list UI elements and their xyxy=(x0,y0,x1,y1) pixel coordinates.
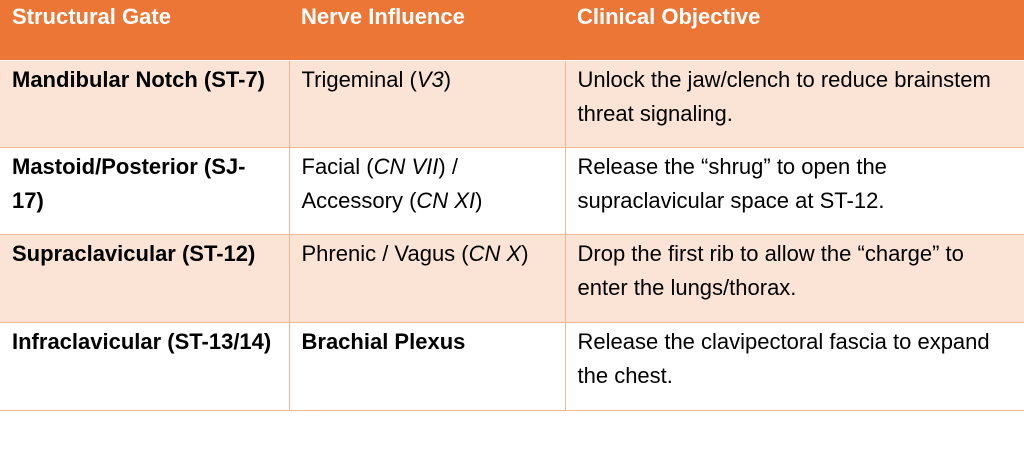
nerve-text: Accessory ( xyxy=(301,187,417,213)
gate-cell: Supraclavicular (ST-12) xyxy=(0,233,290,323)
objective-cell: Release the clavipectoral fascia to expa… xyxy=(564,321,1024,411)
nerve-text: ) xyxy=(443,66,452,92)
objective-cell: Unlock the jaw/clench to reduce brainste… xyxy=(564,59,1024,148)
nerve-cell: Phrenic / Vagus (CN X) xyxy=(288,233,566,323)
objective-cell: Drop the first rib to allow the “charge”… xyxy=(564,233,1024,323)
nerve-text: ) xyxy=(521,240,529,266)
gate-cell: Mastoid/Posterior (SJ-17) xyxy=(0,146,290,235)
nerve-text: Facial ( xyxy=(301,153,374,179)
header-structural-gate: Structural Gate xyxy=(0,0,289,61)
nerve-text: ) xyxy=(475,187,483,213)
nerve-text: ) / xyxy=(438,153,458,179)
nerve-text: Trigeminal ( xyxy=(301,66,417,92)
table-row: Infraclavicular (ST-13/14) Brachial Plex… xyxy=(0,321,1024,411)
gates-table: Structural Gate Nerve Influence Clinical… xyxy=(0,0,1024,411)
nerve-code: CN VII xyxy=(373,153,439,179)
header-nerve-influence: Nerve Influence xyxy=(289,0,565,61)
nerve-code: CN X xyxy=(468,240,522,266)
gate-cell: Infraclavicular (ST-13/14) xyxy=(0,321,290,411)
table-row: Supraclavicular (ST-12) Phrenic / Vagus … xyxy=(0,233,1024,323)
nerve-cell: Brachial Plexus xyxy=(288,321,566,411)
table-row: Mandibular Notch (ST-7) Trigeminal (V3) … xyxy=(0,59,1024,148)
gate-cell: Mandibular Notch (ST-7) xyxy=(0,59,290,148)
header-clinical-objective: Clinical Objective xyxy=(565,0,1024,61)
nerve-cell: Facial (CN VII) / Accessory (CN XI) xyxy=(288,146,566,235)
nerve-code: V3 xyxy=(416,66,444,92)
nerve-code: CN XI xyxy=(416,187,476,213)
table-row: Mastoid/Posterior (SJ-17) Facial (CN VII… xyxy=(0,146,1024,235)
nerve-text: Phrenic / Vagus ( xyxy=(301,240,469,266)
table-header-row: Structural Gate Nerve Influence Clinical… xyxy=(0,0,1024,61)
nerve-cell: Trigeminal (V3) xyxy=(288,59,566,148)
objective-cell: Release the “shrug” to open the supracla… xyxy=(564,146,1024,235)
